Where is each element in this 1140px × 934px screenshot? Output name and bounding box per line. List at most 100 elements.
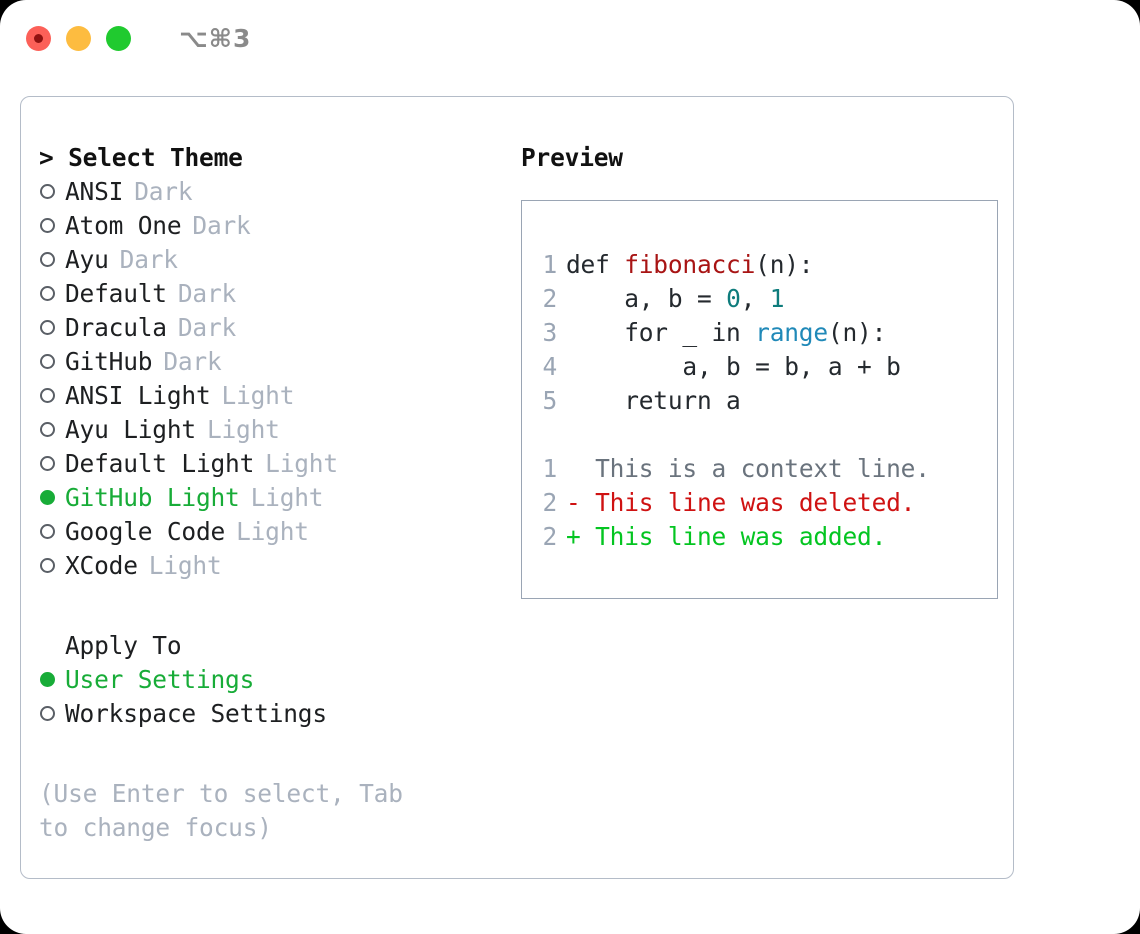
apply-to-option-label: User Settings [65,665,255,694]
theme-option-label: ANSI [65,177,124,206]
code-line-content: return a [566,384,741,418]
theme-option-label: XCode [65,551,138,580]
radio-dot [40,524,55,539]
spacer-above-apply-to [39,583,501,629]
code-line-number: 1 [542,250,557,279]
theme-option-github-light[interactable]: GitHub Light Light [39,481,501,515]
diff-line-context: 1 This is a context line. [522,452,997,486]
apply-to-header: Apply To [65,631,182,660]
code-line-number: 4 [542,352,557,381]
theme-option-variant-tag: Light [221,381,295,410]
maximize-button-icon[interactable] [106,25,131,51]
apply-to-option-user-settings[interactable]: User Settings [39,663,501,697]
code-line-number: 2 [542,284,557,313]
keyboard-hint-text: (Use Enter to select, Tab to change focu… [39,779,403,842]
code-line-content: a, b = 0, 1 [566,282,784,316]
radio-dot [40,218,55,233]
close-button-icon[interactable] [26,25,51,51]
theme-option-ayu-light[interactable]: Ayu Light Light [39,413,501,447]
select-theme-header: > Select Theme [39,143,243,172]
code-token-plain: for _ in [566,318,756,347]
theme-option-variant-tag: Dark [192,211,251,240]
theme-option-variant-tag: Dark [134,177,193,206]
theme-option-variant-tag: Dark [163,347,222,376]
radio-dot [40,490,55,505]
theme-option-variant-tag: Light [206,415,280,444]
radio-dot [40,672,55,687]
diff-line-content: - This line was deleted. [566,486,915,520]
minimize-button-icon[interactable] [66,25,91,51]
code-token-fn: fibonacci [624,250,756,279]
code-line: 3 for _ in range(n): [522,316,997,350]
theme-option-label: Ayu [65,245,109,274]
code-token-plain: def [566,250,625,279]
theme-option-label: Ayu Light [65,415,196,444]
code-token-plain: a, b = b, a + b [566,352,901,381]
theme-option-variant-tag: Dark [119,245,178,274]
radio-dot [40,354,55,369]
keyboard-shortcut-label: ⌥⌘3 [179,23,252,53]
spacer-above-hint [39,731,501,777]
radio-dot [40,706,55,721]
theme-option-ayu[interactable]: Ayu Dark [39,243,501,277]
radio-dot [40,558,55,573]
theme-option-label: GitHub Light [65,483,240,512]
diff-line-text: This line was deleted. [580,488,916,517]
radio-dot [40,252,55,267]
code-token-num: 0 [726,284,741,313]
radio-dot [40,320,55,335]
diff-marker-deleted: - [566,488,581,517]
theme-option-xcode[interactable]: XCode Light [39,549,501,583]
code-token-plain: a, b = [566,284,727,313]
code-token-plain: return a [566,386,741,415]
diff-line-text: This is a context line. [580,454,930,483]
traffic-lights [26,25,131,51]
window-titlebar: ⌥⌘3 [0,0,1140,76]
diff-line-content: This is a context line. [566,452,930,486]
theme-option-atom-one[interactable]: Atom One Dark [39,209,501,243]
code-token-call: range [755,318,828,347]
diff-line-text: This line was added. [580,522,887,551]
radio-dot [40,286,55,301]
theme-option-variant-tag: Dark [177,279,237,308]
code-line: 2 a, b = 0, 1 [522,282,997,316]
diff-line-number: 2 [542,522,557,551]
theme-option-label: Atom One [65,211,182,240]
code-line-number: 5 [542,386,557,415]
code-line: 5 return a [522,384,997,418]
theme-option-variant-tag: Light [148,551,222,580]
code-diff-gap [522,418,997,452]
code-token-plain: (n): [755,250,814,279]
apply-to-option-workspace-settings[interactable]: Workspace Settings [39,697,501,731]
theme-option-label: Dracula [65,313,167,342]
theme-option-label: Google Code [65,517,226,546]
diff-line-number: 1 [542,454,557,483]
code-token-plain: , [740,284,770,313]
code-token-num: 1 [769,284,785,313]
diff-marker-added: + [566,522,581,551]
theme-option-ansi[interactable]: ANSI Dark [39,175,501,209]
theme-option-label: Default Light [65,449,255,478]
apply-to-option-label: Workspace Settings [65,699,327,728]
diff-line-content: + This line was added. [566,520,886,554]
theme-option-variant-tag: Light [250,483,324,512]
diff-line-added: 2 + This line was added. [522,520,997,554]
code-line: 1 def fibonacci(n): [522,248,997,282]
code-line: 4 a, b = b, a + b [522,350,997,384]
diff-marker-context [566,454,581,483]
